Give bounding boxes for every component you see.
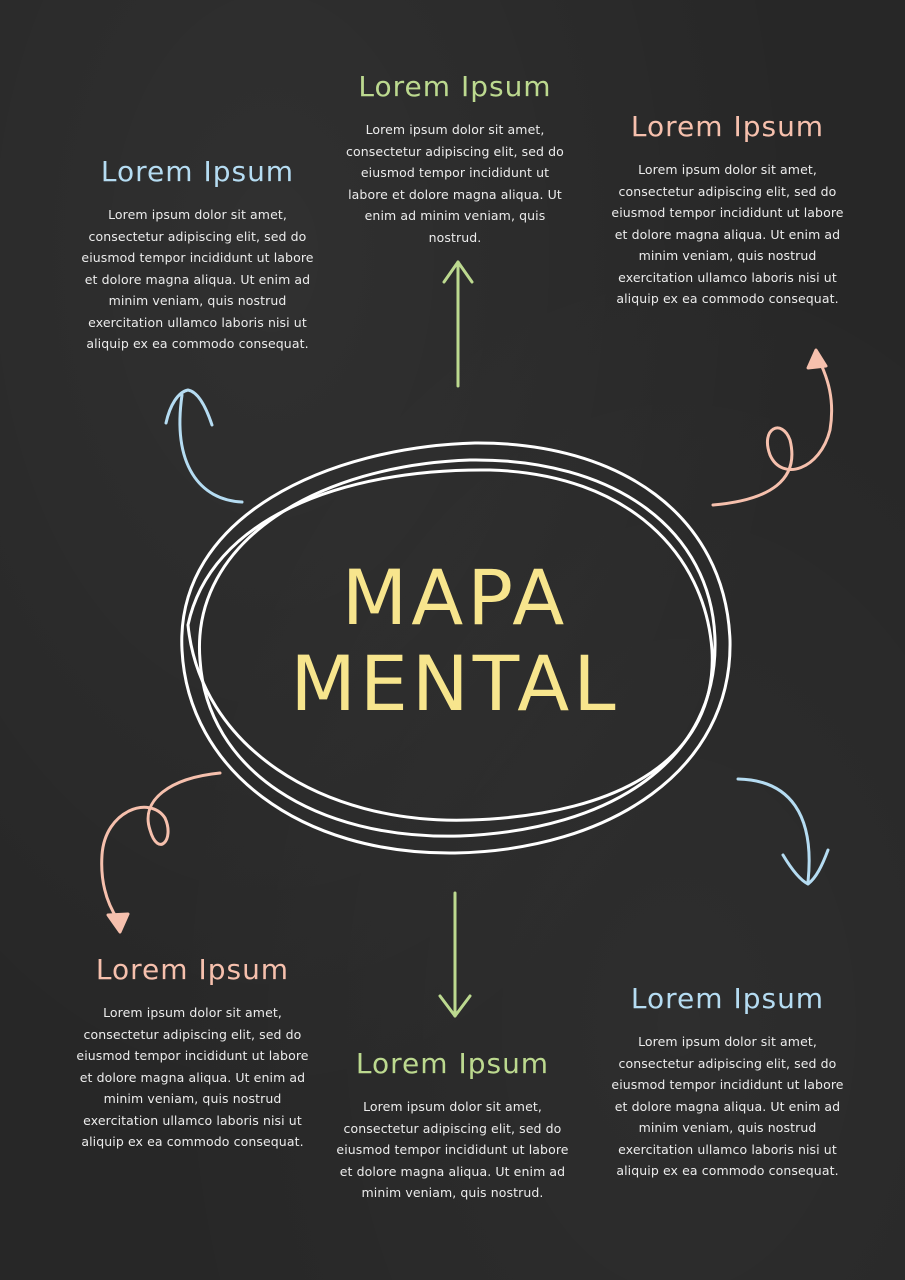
arrow-down-icon	[438, 891, 472, 1018]
branch-heading: Lorem Ipsum	[358, 70, 552, 103]
center-title: MAPA MENTAL	[205, 555, 705, 727]
center-title-line-1: MAPA	[341, 553, 569, 642]
branch-body: Lorem ipsum dolor sit amet, consectetur …	[611, 162, 844, 306]
loop-arrow-up-right-icon	[711, 348, 834, 507]
branch-heading: Lorem Ipsum	[95, 953, 290, 986]
curved-arrow-up-left-icon	[164, 388, 244, 504]
branch-top-left: Lorem Ipsum Lorem ipsum dolor sit amet, …	[80, 155, 315, 355]
branch-body: Lorem ipsum dolor sit amet, consectetur …	[336, 1099, 569, 1200]
branch-body: Lorem ipsum dolor sit amet, consectetur …	[76, 1005, 309, 1149]
branch-body: Lorem ipsum dolor sit amet, consectetur …	[611, 1034, 844, 1178]
curved-arrow-down-right-icon	[736, 777, 830, 886]
branch-heading: Lorem Ipsum	[355, 1047, 550, 1080]
center-title-line-2: MENTAL	[290, 639, 620, 728]
branch-heading: Lorem Ipsum	[630, 982, 825, 1015]
branch-body: Lorem ipsum dolor sit amet, consectetur …	[346, 122, 564, 245]
branch-top-center: Lorem Ipsum Lorem ipsum dolor sit amet, …	[340, 70, 570, 248]
center-ellipse	[180, 441, 732, 855]
loop-arrow-down-left-icon	[100, 771, 222, 934]
branch-heading: Lorem Ipsum	[630, 110, 825, 143]
branch-bottom-right: Lorem Ipsum Lorem ipsum dolor sit amet, …	[610, 982, 845, 1182]
arrow-up-icon	[442, 260, 474, 388]
branch-body: Lorem ipsum dolor sit amet, consectetur …	[81, 207, 314, 351]
branch-top-right: Lorem Ipsum Lorem ipsum dolor sit amet, …	[610, 110, 845, 310]
branch-bottom-left: Lorem Ipsum Lorem ipsum dolor sit amet, …	[75, 953, 310, 1153]
branch-bottom-center: Lorem Ipsum Lorem ipsum dolor sit amet, …	[335, 1047, 570, 1204]
branch-heading: Lorem Ipsum	[100, 155, 295, 188]
